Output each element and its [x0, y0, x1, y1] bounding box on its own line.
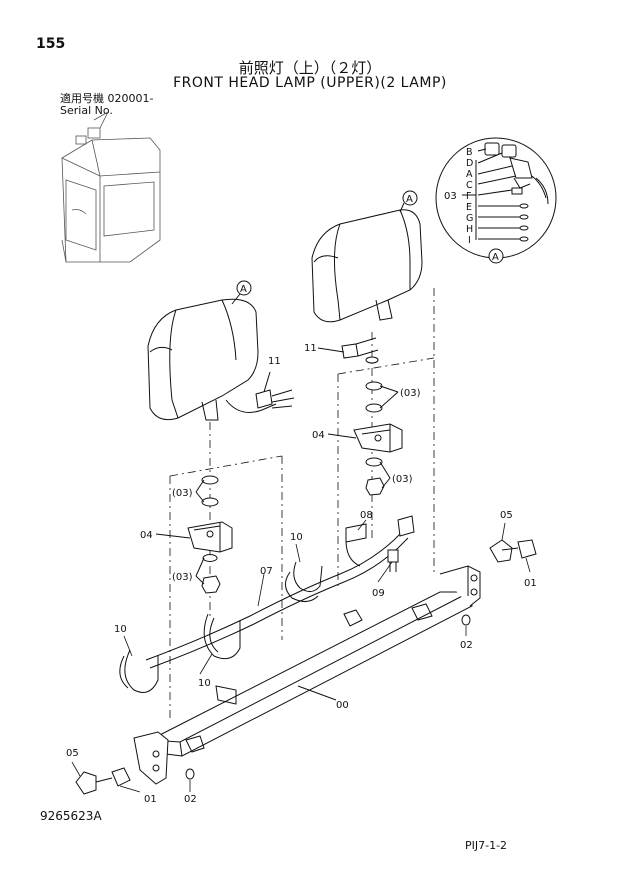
part-05-right: 05 [500, 510, 513, 521]
part-10-c: 10 [198, 678, 211, 689]
detail-letter-b: B [466, 147, 473, 158]
wire-harness [145, 515, 415, 669]
detail-part-03: 03 [444, 191, 457, 202]
headlamp-upper [311, 190, 423, 323]
detail-letter-f: F [466, 191, 471, 202]
part-03-left-b: (03) [172, 572, 193, 583]
part-05-left: 05 [66, 748, 79, 759]
serial-line-2: Serial No. [60, 104, 113, 117]
part-01-right: 01 [524, 578, 537, 589]
detail-letter-a: A [466, 169, 473, 180]
left-hardware [155, 475, 233, 594]
callout-a-upper: A [406, 194, 413, 205]
page-number: 155 [36, 36, 66, 52]
detail-letter-h: H [466, 224, 473, 235]
part-04-left: 04 [140, 530, 153, 541]
detail-letter-c: C [466, 180, 473, 191]
part-03-upper-a: (03) [400, 388, 421, 399]
part-11-upper: 11 [304, 343, 317, 354]
fasteners [75, 539, 537, 795]
support-beam [133, 565, 481, 785]
callout-a-left: A [240, 284, 247, 295]
detail-circle [435, 137, 557, 264]
detail-letter-d: D [466, 158, 473, 169]
part-10-b: 10 [114, 624, 127, 635]
part-07: 07 [260, 566, 273, 577]
part-04-upper: 04 [312, 430, 325, 441]
part-10-a: 10 [290, 532, 303, 543]
title-english: FRONT HEAD LAMP (UPPER)(2 LAMP) [173, 75, 447, 91]
cab-thumbnail [61, 111, 161, 263]
clamps [119, 561, 323, 693]
left-wiring [225, 371, 295, 413]
serial-info: 適用号機 020001- Serial No. [60, 93, 153, 117]
part-03-left-a: (03) [172, 488, 193, 499]
part-11-left: 11 [268, 356, 281, 367]
figure-id: 9265623A [40, 809, 102, 823]
part-02-left: 02 [184, 794, 197, 805]
part-09: 09 [372, 588, 385, 599]
detail-letter-i: I [468, 235, 471, 246]
serial-line-1: 適用号機 020001- [60, 92, 154, 105]
callout-a-detail: A [492, 252, 499, 263]
detail-letter-e: E [466, 202, 472, 213]
title-japanese: 前照灯（上）（２灯） [238, 59, 382, 77]
upper-hardware [317, 337, 403, 496]
part-00: 00 [336, 700, 349, 711]
headlamp-left [147, 280, 259, 421]
page-reference: PIJ7-1-2 [465, 839, 508, 852]
part-02-right: 02 [460, 640, 473, 651]
part-08: 08 [360, 510, 373, 521]
detail-letter-g: G [466, 213, 473, 224]
part-01-left: 01 [144, 794, 157, 805]
part-03-upper-b: (03) [392, 474, 413, 485]
leader-lines [71, 519, 531, 793]
